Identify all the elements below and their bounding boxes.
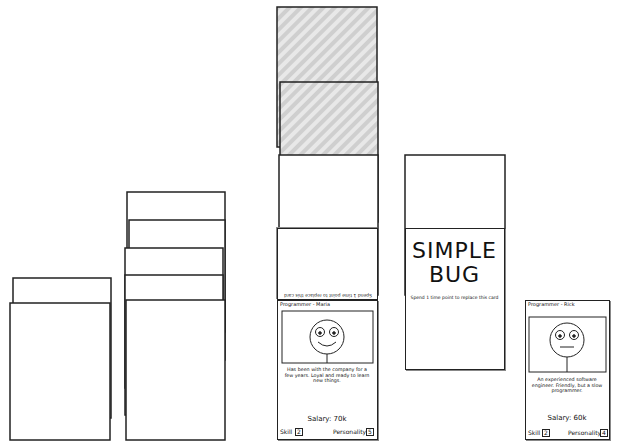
stat-value: 2 [542, 429, 550, 437]
card-rule: Spend 1 time point to replace this card [406, 295, 503, 300]
blank-card [126, 300, 225, 440]
salary-label: Salary: 70k [278, 415, 376, 423]
card-title: SIMPLE BUG [406, 239, 503, 287]
stat-value: 2 [295, 428, 303, 436]
stat-label: Skill [280, 429, 292, 436]
card-description: An experienced software engineer. Friend… [530, 377, 604, 394]
stat-label: Skill [528, 430, 540, 437]
neutral-face [550, 323, 584, 372]
card-title: Programmer - Rick [528, 302, 575, 308]
picture-frame [282, 311, 373, 363]
picture-frame [529, 317, 606, 372]
stat-value: 5 [366, 428, 374, 436]
bug-card: SIMPLE BUG Spend 1 time point to replace … [405, 228, 505, 370]
card-rule: Spend 1 time point to replace this card [279, 293, 377, 298]
stat-label: Personality [568, 430, 601, 437]
blank-card [10, 303, 110, 440]
programmer-card: Programmer - MariaHas been with the comp… [277, 300, 378, 440]
upside-down-card: Spend 1 time point to replace this card [277, 228, 378, 300]
stat-label: Personality [333, 429, 366, 436]
card-title: Programmer - Maria [280, 302, 330, 308]
card-description: Has been with the company for a few year… [284, 367, 370, 384]
salary-label: Salary: 60k [526, 414, 608, 422]
smiling-face [310, 320, 344, 363]
stat-value: 4 [600, 429, 608, 437]
programmer-card: Programmer - Rick An experienced software… [525, 300, 610, 440]
